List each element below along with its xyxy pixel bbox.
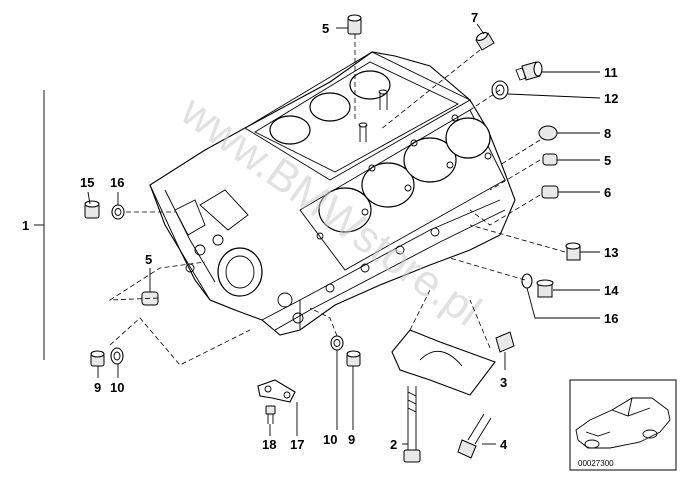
callout-5-top: 5 bbox=[322, 21, 329, 36]
screw-part-18 bbox=[265, 405, 276, 424]
callout-3: 3 bbox=[500, 375, 507, 390]
bracket-part-17 bbox=[257, 379, 296, 403]
washer-part-10-left bbox=[110, 347, 124, 365]
washer-part-10-mid bbox=[330, 335, 344, 351]
dashed-assembly-lines bbox=[108, 34, 566, 366]
plug-part-13 bbox=[565, 242, 581, 261]
callout-14: 14 bbox=[604, 283, 619, 298]
washer-part-16-left bbox=[111, 204, 125, 220]
plug-part-9-left bbox=[90, 350, 105, 367]
callout-8: 8 bbox=[604, 126, 611, 141]
callout-9-left: 9 bbox=[94, 380, 101, 395]
engine-block-drawing bbox=[149, 51, 516, 336]
callout-5-left: 5 bbox=[145, 252, 152, 267]
callout-16-left: 16 bbox=[110, 175, 124, 190]
callout-15: 15 bbox=[80, 175, 94, 190]
sleeve-part-5-right bbox=[542, 153, 558, 166]
plug-part-11 bbox=[515, 61, 543, 81]
callout-1: 1 bbox=[22, 218, 29, 233]
callout-labels: 1 2 3 4 5 5 5 6 7 8 9 9 10 10 11 12 13 1… bbox=[22, 10, 619, 452]
plug-part-14 bbox=[536, 279, 554, 298]
callout-9-mid: 9 bbox=[348, 432, 355, 447]
callout-2: 2 bbox=[390, 437, 397, 452]
car-thumbnail: 00027300 bbox=[569, 379, 677, 471]
callout-16-right: 16 bbox=[604, 311, 618, 326]
callout-7: 7 bbox=[471, 10, 478, 25]
leader-lines bbox=[34, 23, 601, 445]
callout-12: 12 bbox=[604, 91, 618, 106]
sleeve-part-7 bbox=[475, 31, 495, 51]
sleeve-part-8 bbox=[538, 125, 558, 141]
callout-10-left: 10 bbox=[110, 380, 124, 395]
sleeve-part-5-top bbox=[347, 14, 362, 35]
callout-13: 13 bbox=[604, 245, 618, 260]
plug-part-15 bbox=[84, 200, 100, 219]
bolt-part-4 bbox=[457, 413, 492, 459]
sleeve-part-6 bbox=[541, 185, 559, 199]
callout-17: 17 bbox=[290, 437, 304, 452]
plug-part-9-mid bbox=[346, 350, 361, 367]
callout-11: 11 bbox=[604, 65, 618, 80]
callout-18: 18 bbox=[262, 437, 276, 452]
bolt-part-2 bbox=[403, 386, 421, 463]
callout-4: 4 bbox=[500, 437, 508, 452]
washer-part-16-right bbox=[521, 273, 533, 289]
image-code: 00027300 bbox=[578, 459, 614, 468]
callout-10-mid: 10 bbox=[323, 432, 337, 447]
callout-5-right: 5 bbox=[604, 153, 611, 168]
bearing-cap-part-3 bbox=[391, 329, 515, 396]
callout-6: 6 bbox=[604, 185, 611, 200]
